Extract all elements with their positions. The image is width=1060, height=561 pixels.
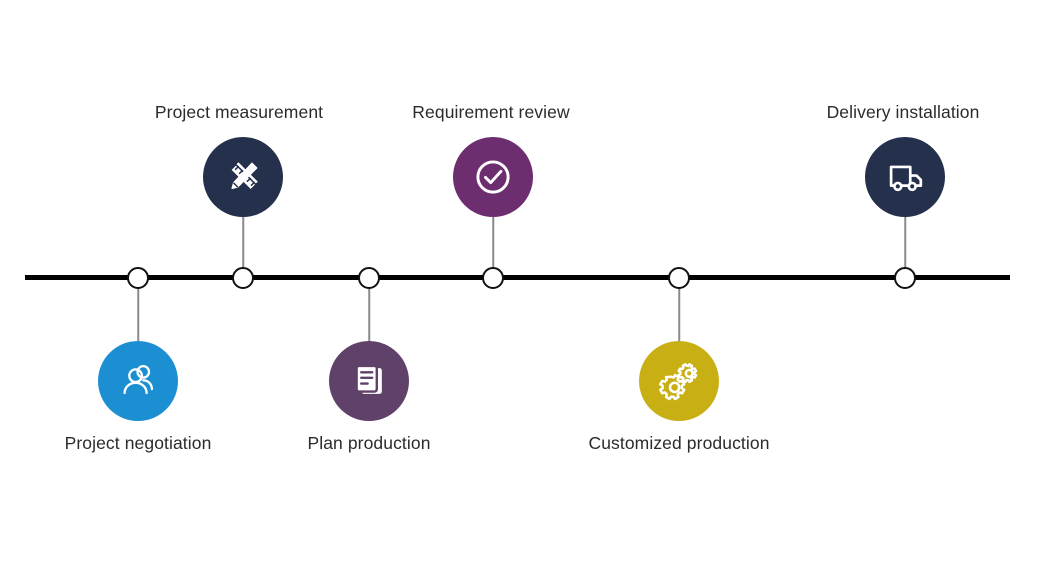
step-icon-customized-production[interactable] (639, 341, 719, 421)
check-circle-icon (468, 152, 518, 202)
step-icon-delivery-installation[interactable] (865, 137, 945, 217)
step-label-plan-production: Plan production (307, 433, 431, 453)
step-label-project-measurement: Project measurement (154, 102, 324, 122)
step-icon-project-measurement[interactable] (203, 137, 283, 217)
connector-stem-requirement-review (492, 217, 494, 278)
step-icon-plan-production[interactable] (329, 341, 409, 421)
step-icon-requirement-review[interactable] (453, 137, 533, 217)
timeline-node-customized-production[interactable] (668, 267, 690, 289)
delivery-truck-icon (882, 154, 928, 200)
ruler-pencil-icon (220, 154, 266, 200)
step-label-delivery-installation: Delivery installation (826, 102, 980, 122)
connector-stem-project-negotiation (137, 278, 139, 341)
step-label-customized-production: Customized production (588, 433, 770, 453)
timeline-node-delivery-installation[interactable] (894, 267, 916, 289)
users-group-icon (115, 358, 161, 404)
timeline-node-project-negotiation[interactable] (127, 267, 149, 289)
timeline-axis (25, 275, 1010, 280)
gears-icon (655, 357, 703, 405)
document-stack-icon (347, 359, 391, 403)
connector-stem-project-measurement (242, 217, 244, 278)
connector-stem-customized-production (678, 278, 680, 341)
connector-stem-plan-production (368, 278, 370, 341)
timeline-node-requirement-review[interactable] (482, 267, 504, 289)
step-label-requirement-review: Requirement review (412, 102, 570, 122)
timeline-node-project-measurement[interactable] (232, 267, 254, 289)
step-icon-project-negotiation[interactable] (98, 341, 178, 421)
step-label-project-negotiation: Project negotiation (64, 433, 212, 453)
timeline-node-plan-production[interactable] (358, 267, 380, 289)
connector-stem-delivery-installation (904, 217, 906, 278)
